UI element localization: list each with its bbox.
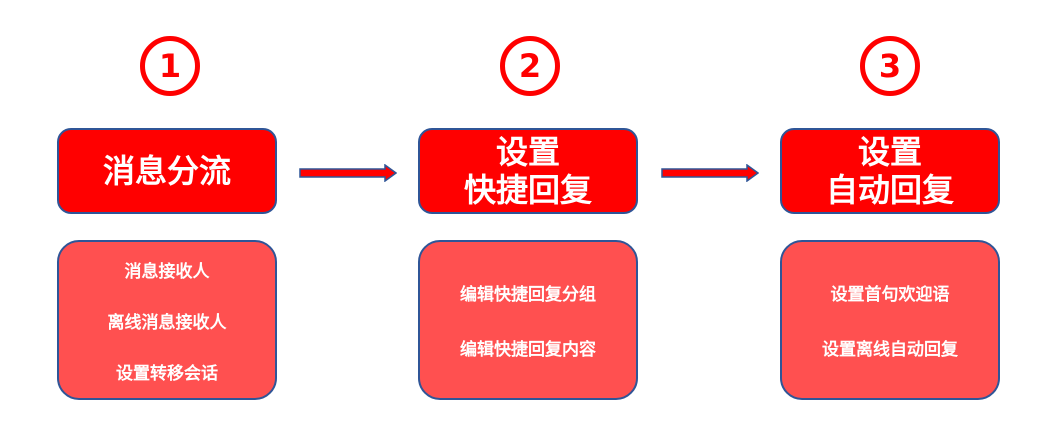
step-1-number: 1	[140, 36, 200, 96]
detail-item: 编辑快捷回复内容	[460, 340, 596, 360]
detail-item: 消息接收人	[124, 261, 210, 282]
step-1-title-box: 消息分流	[57, 128, 277, 214]
detail-item: 编辑快捷回复分组	[460, 285, 596, 305]
step-2-title-line2: 快捷回复	[463, 171, 592, 209]
detail-item: 离线消息接收人	[107, 312, 227, 333]
step-1-title: 消息分流	[102, 152, 231, 190]
arrow-right-icon	[299, 164, 397, 182]
step-3-number: 3	[860, 36, 920, 96]
step-3-title-line1: 设置	[857, 133, 922, 171]
step-2-details: 编辑快捷回复分组 编辑快捷回复内容	[418, 240, 638, 400]
step-2-title-box: 设置 快捷回复	[418, 128, 638, 214]
detail-item: 设置首句欢迎语	[830, 285, 950, 305]
arrow-right-icon	[661, 164, 759, 182]
step-3-title-line2: 自动回复	[825, 171, 954, 209]
step-2-title-line1: 设置	[495, 133, 560, 171]
detail-item: 设置离线自动回复	[822, 340, 958, 360]
step-1-details: 消息接收人 离线消息接收人 设置转移会话	[57, 240, 277, 400]
step-3-title-box: 设置 自动回复	[780, 128, 1000, 214]
step-2-number: 2	[500, 36, 560, 96]
detail-item: 设置转移会话	[116, 363, 218, 384]
step-3-details: 设置首句欢迎语 设置离线自动回复	[780, 240, 1000, 400]
